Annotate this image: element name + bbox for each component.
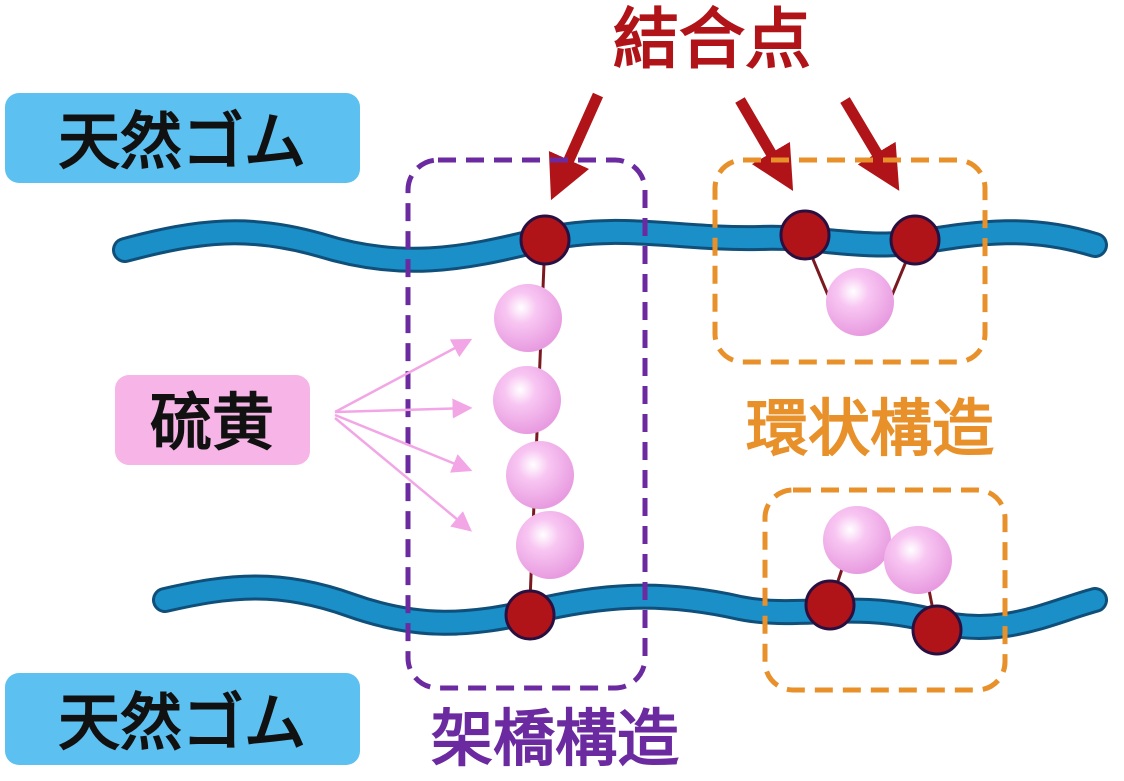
sulfur-label-text: 硫黄 [150,386,274,459]
ring-structure-label: 環状構造 [746,392,994,465]
bond-points-title: 結合点 [613,1,811,78]
ring-box-bottom [762,487,1008,693]
rubber-label-top: 天然ゴム [5,93,360,183]
sulfur-label: 硫黄 [115,375,310,465]
bond-point-dots [504,209,963,656]
crosslink-box [405,157,648,691]
rubber-label-bottom: 天然ゴム [5,673,360,765]
rubber-label-bottom-text: 天然ゴム [58,686,306,759]
sulfur-spheres [493,268,952,594]
rubber-label-top-text: 天然ゴム [58,105,306,178]
sulfur-arrows [334,338,473,532]
crosslink-structure-label: 架橋構造 [431,702,679,775]
